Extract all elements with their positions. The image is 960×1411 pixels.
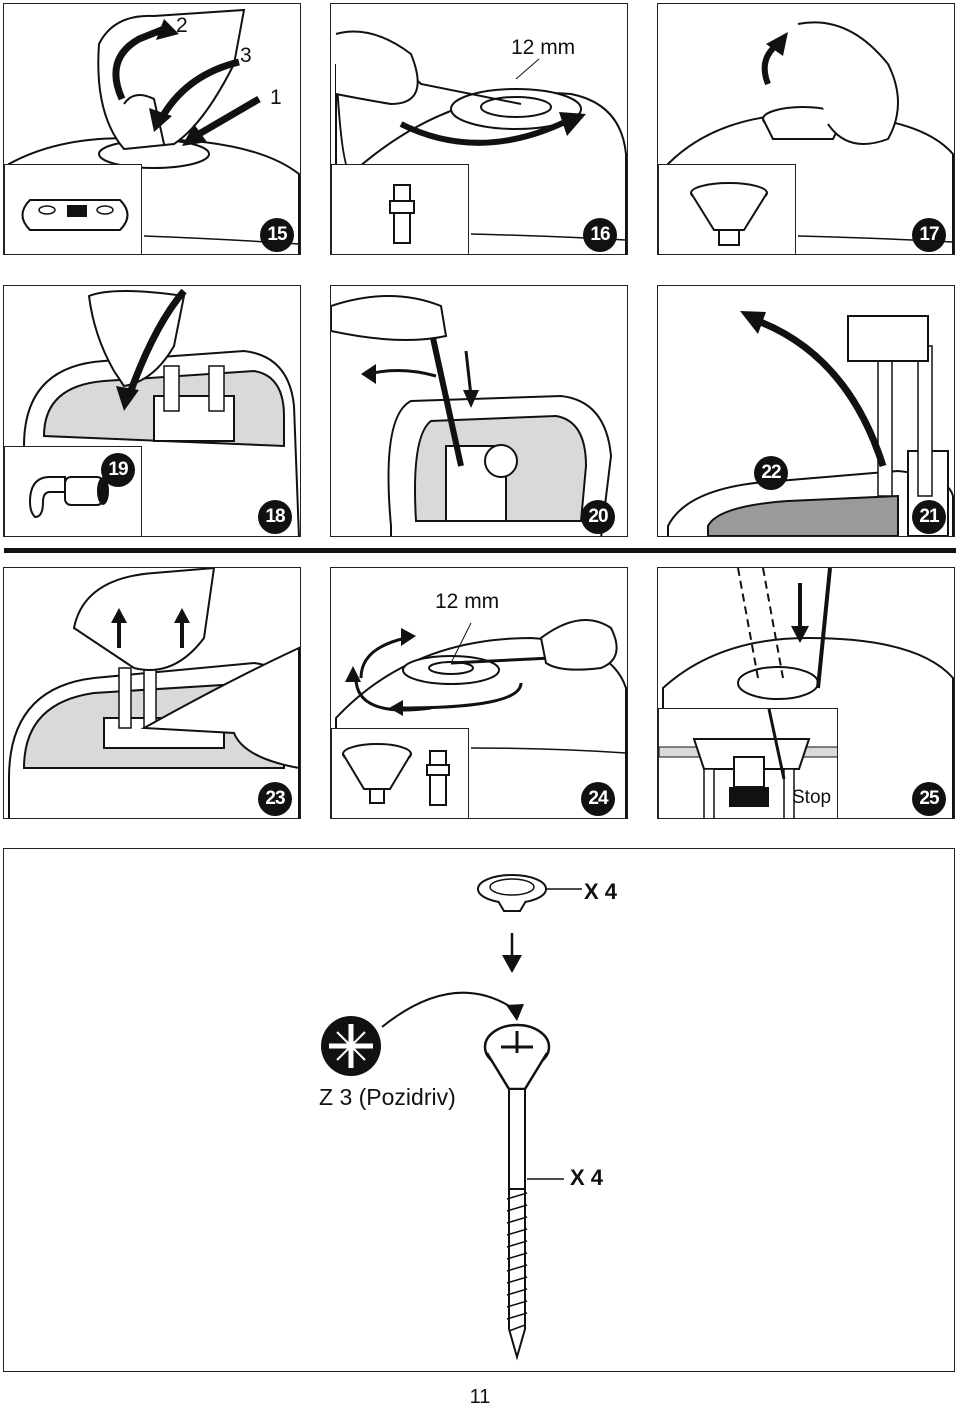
cap-quantity: X 4 (584, 879, 618, 904)
step-number: 15 (260, 218, 294, 252)
page-number: 11 (469, 1386, 491, 1408)
hardware-illustration (321, 874, 582, 1361)
step-20-illustration (331, 295, 613, 536)
step-18-panel: 19 18 (3, 285, 301, 537)
valve-cup-icon (690, 182, 768, 246)
inset-step-number: 19 (101, 453, 135, 487)
size-label: 12 mm (511, 36, 576, 59)
step-24-panel: 12 mm 24 (330, 567, 628, 819)
step-21-illustration (667, 311, 954, 536)
step-17-panel: 17 (657, 3, 955, 255)
step-number: 21 (912, 500, 946, 534)
cross-section-icon (659, 709, 837, 818)
cover-cap-icon (21, 199, 129, 231)
stop-label: Stop (792, 787, 832, 808)
callout-3: 3 (240, 44, 252, 67)
step-16-illustration (335, 30, 627, 254)
valve-cup-and-adapter-icon (342, 743, 450, 806)
step-17-inset (658, 164, 796, 254)
callout-1: 1 (270, 86, 282, 109)
step-number: 24 (581, 782, 615, 816)
section-divider (4, 548, 956, 553)
step-15-inset (4, 164, 142, 254)
step-number: 16 (583, 218, 617, 252)
hardware-panel: X 4 X 4 Z 3 (Pozidriv) (3, 848, 955, 1372)
inset-step-number: 22 (754, 456, 788, 490)
step-25-inset (658, 708, 838, 818)
step-15-panel: 2 3 1 15 (3, 3, 301, 255)
step-20-panel: 20 (330, 285, 628, 537)
step-number: 23 (258, 782, 292, 816)
screw-quantity: X 4 (570, 1165, 604, 1190)
step-number: 17 (912, 218, 946, 252)
step-16-panel: 12 mm 16 (330, 3, 628, 255)
step-24-inset (331, 728, 469, 818)
step-number: 20 (581, 500, 615, 534)
step-23-illustration (8, 568, 300, 818)
callout-2: 2 (176, 14, 188, 37)
bit-label: Z 3 (Pozidriv) (319, 1084, 456, 1110)
step-21-panel: 22 21 (657, 285, 955, 537)
clip-icon (28, 476, 109, 519)
step-17-illustration (667, 21, 954, 254)
step-number: 25 (912, 782, 946, 816)
step-number: 18 (258, 500, 292, 534)
step-23-panel: 23 (3, 567, 301, 819)
step-25-panel: Stop 25 (657, 567, 955, 819)
socket-adapter-icon (389, 184, 415, 244)
step-16-inset (331, 164, 469, 254)
size-label: 12 mm (435, 590, 500, 613)
step-19-inset: 19 (4, 446, 142, 536)
